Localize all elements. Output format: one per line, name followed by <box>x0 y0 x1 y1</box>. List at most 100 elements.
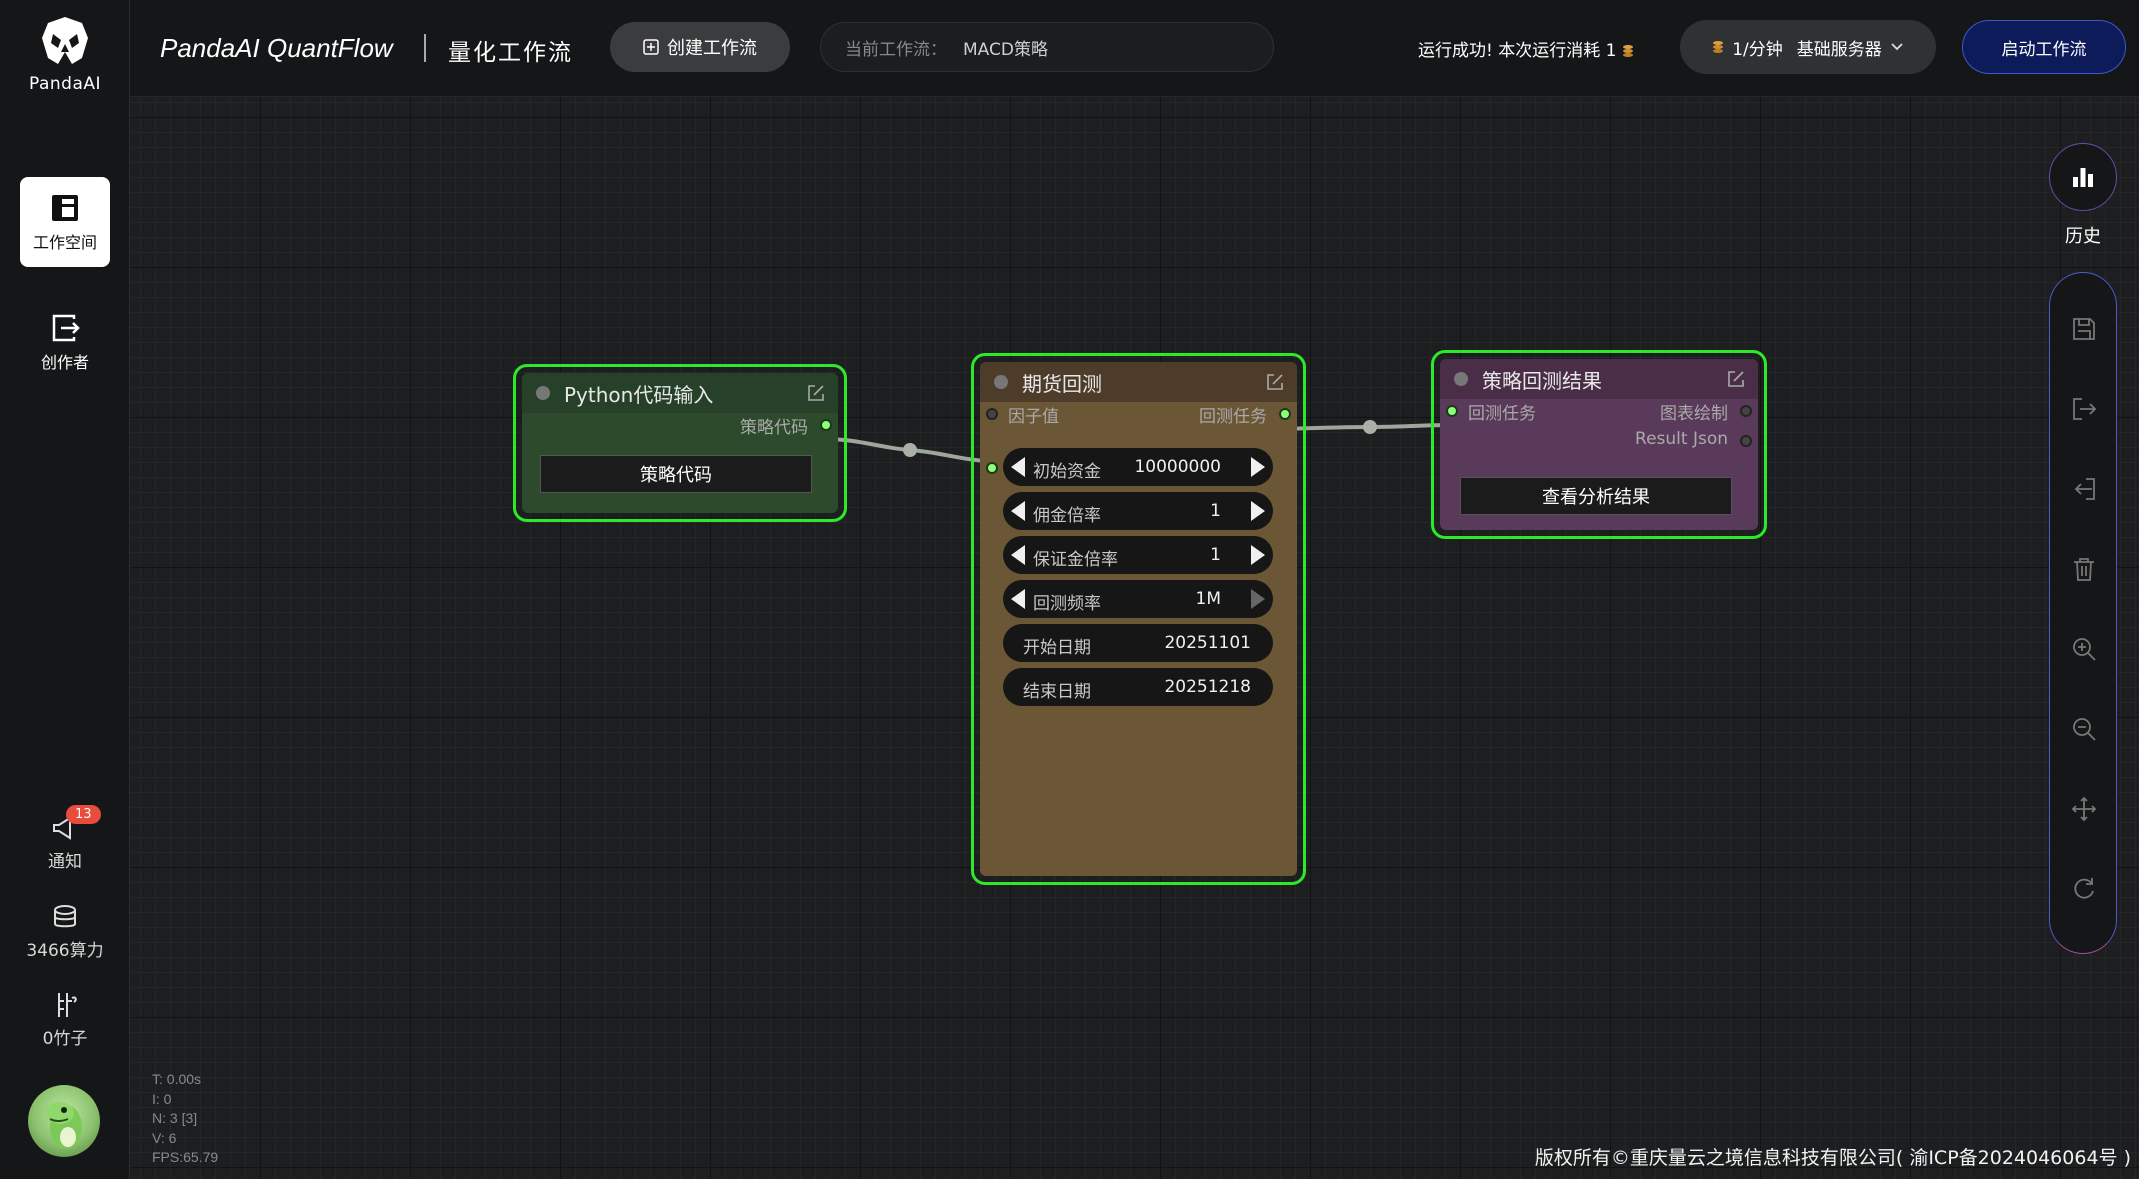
view-analysis-label: 查看分析结果 <box>1542 487 1650 508</box>
output-port-label: 图表绘制 <box>1660 404 1728 424</box>
widget-backtest-frequency[interactable]: 回测频率 1M <box>1003 580 1273 618</box>
create-workflow-button[interactable]: 创建工作流 <box>610 22 790 72</box>
sidebar-item-label: 工作空间 <box>32 233 97 252</box>
input-port-code[interactable] <box>986 462 998 474</box>
node-header[interactable]: Python代码输入 <box>522 373 838 413</box>
strategy-code-button[interactable]: 策略代码 <box>540 455 812 493</box>
decrement-arrow-icon[interactable] <box>1011 457 1025 477</box>
widget-commission-rate[interactable]: 佣金倍率 1 <box>1003 492 1273 530</box>
node-python-input[interactable]: Python代码输入 策略代码 策略代码 <box>513 364 847 522</box>
port-row: 因子值 回测任务 <box>980 402 1297 427</box>
plus-square-icon <box>643 39 659 55</box>
node-body: Python代码输入 策略代码 策略代码 <box>522 373 838 513</box>
decrement-arrow-icon[interactable] <box>1011 589 1025 609</box>
port-row: 策略代码 <box>522 413 838 438</box>
notification-badge: 13 <box>66 805 101 824</box>
node-header[interactable]: 策略回测结果 <box>1440 359 1758 399</box>
sidebar-item-label: 通知 <box>48 852 82 872</box>
debug-fps: FPS:65.79 <box>152 1149 219 1165</box>
brand-divider <box>424 34 426 62</box>
sidebar-item-label: 创作者 <box>40 353 89 372</box>
node-futures-backtest[interactable]: 期货回测 因子值 回测任务 初始资金 10000000 佣金倍率 <box>971 353 1306 885</box>
widget-end-date[interactable]: 结束日期 20251218 <box>1003 668 1273 706</box>
widget-label: 初始资金 <box>1033 462 1101 482</box>
debug-nodes: N: 3 [3] <box>152 1110 198 1126</box>
edit-icon[interactable] <box>1726 369 1746 389</box>
sidebar-item-workspace[interactable]: 工作空间 <box>20 177 110 267</box>
start-workflow-button[interactable]: 启动工作流 <box>1962 20 2126 74</box>
node-body: 期货回测 因子值 回测任务 初始资金 10000000 佣金倍率 <box>980 362 1297 876</box>
output-port-chart[interactable] <box>1740 405 1752 417</box>
current-workflow-label: 当前工作流： <box>845 39 947 60</box>
zoom-in-icon[interactable] <box>2070 635 2098 663</box>
run-status-text: 运行成功! 本次运行消耗 1 <box>1418 41 1617 61</box>
node-backtest-result[interactable]: 策略回测结果 回测任务 图表绘制 Result Json 查看分析结果 <box>1431 350 1767 539</box>
input-port-label: 回测任务 <box>1468 404 1536 424</box>
sidebar-item-creator[interactable]: 创作者 <box>20 297 110 387</box>
output-port-task[interactable] <box>1279 408 1291 420</box>
current-workflow-field[interactable]: 当前工作流： MACD策略 <box>820 22 1274 72</box>
widget-initial-capital[interactable]: 初始资金 10000000 <box>1003 448 1273 486</box>
start-workflow-label: 启动工作流 <box>2001 39 2087 60</box>
input-port-factor[interactable] <box>986 408 998 420</box>
view-analysis-button[interactable]: 查看分析结果 <box>1460 477 1732 515</box>
import-icon[interactable] <box>2070 475 2098 503</box>
server-name: 基础服务器 <box>1796 39 1882 60</box>
edit-icon[interactable] <box>806 383 826 403</box>
export-icon[interactable] <box>2070 395 2098 423</box>
widget-value: 1M <box>1195 589 1221 609</box>
copyright: 版权所有©重庆量云之境信息科技有限公司( 渝ICP备2024046064号 ) <box>1534 1147 2131 1169</box>
run-status: 运行成功! 本次运行消耗 1 <box>1418 36 1634 61</box>
sidebar-item-label: 0竹子 <box>42 1029 88 1049</box>
coins-icon <box>54 905 76 928</box>
increment-arrow-icon[interactable] <box>1251 545 1265 565</box>
debug-v: V: 6 <box>152 1129 177 1146</box>
workflow-canvas[interactable] <box>130 97 2139 1179</box>
widget-start-date[interactable]: 开始日期 20251101 <box>1003 624 1273 662</box>
move-icon[interactable] <box>2070 795 2098 823</box>
server-rate: 1/分钟 <box>1732 39 1783 60</box>
widget-label: 佣金倍率 <box>1033 506 1101 526</box>
output-port-label: 策略代码 <box>740 418 808 438</box>
increment-arrow-icon[interactable] <box>1251 457 1265 477</box>
node-title: Python代码输入 <box>564 382 714 407</box>
dinosaur-avatar-icon <box>46 1102 82 1149</box>
output-port-json[interactable] <box>1740 435 1752 447</box>
avatar[interactable] <box>28 1085 100 1157</box>
history-label: 历史 <box>2065 226 2101 247</box>
save-icon[interactable] <box>2070 315 2098 343</box>
delete-icon[interactable] <box>2070 555 2098 583</box>
canvas-toolbar <box>2049 272 2117 954</box>
strategy-code-button-label: 策略代码 <box>640 465 712 486</box>
output-port-label: 回测任务 <box>1199 407 1267 427</box>
refresh-icon[interactable] <box>2070 875 2098 903</box>
sidebar-item-bamboo[interactable]: 0竹子 <box>0 990 130 1049</box>
decrement-arrow-icon[interactable] <box>1011 501 1025 521</box>
node-header[interactable]: 期货回测 <box>980 362 1297 402</box>
widget-label: 回测频率 <box>1033 594 1101 614</box>
edit-icon[interactable] <box>1265 372 1285 392</box>
bamboo-icon <box>58 993 77 1017</box>
input-port-task[interactable] <box>1446 405 1458 417</box>
increment-arrow-icon[interactable] <box>1251 589 1265 609</box>
sidebar-item-label: 3466算力 <box>26 941 104 961</box>
sidebar-item-compute[interactable]: 3466算力 <box>0 902 130 961</box>
server-select[interactable]: 1/分钟 基础服务器 <box>1680 20 1936 74</box>
decrement-arrow-icon[interactable] <box>1011 545 1025 565</box>
node-body: 策略回测结果 回测任务 图表绘制 Result Json 查看分析结果 <box>1440 359 1758 530</box>
increment-arrow-icon[interactable] <box>1251 501 1265 521</box>
megaphone-icon <box>53 816 71 840</box>
widget-margin-rate[interactable]: 保证金倍率 1 <box>1003 536 1273 574</box>
sidebar-item-notifications[interactable]: 13 通知 <box>0 805 130 872</box>
node-title: 策略回测结果 <box>1482 368 1602 393</box>
bar-chart-icon <box>2073 168 2093 187</box>
port-row: Result Json <box>1440 429 1758 453</box>
node-status-dot <box>1454 372 1468 386</box>
port-row: 回测任务 图表绘制 <box>1440 399 1758 424</box>
sidebar: PandaAI 工作空间 创作者 13 通知 <box>0 0 130 1179</box>
logo[interactable]: PandaAI <box>0 14 130 94</box>
output-port-code[interactable] <box>820 419 832 431</box>
history-button[interactable] <box>2049 143 2117 211</box>
zoom-out-icon[interactable] <box>2070 715 2098 743</box>
coin-stack-icon <box>1622 45 1633 57</box>
